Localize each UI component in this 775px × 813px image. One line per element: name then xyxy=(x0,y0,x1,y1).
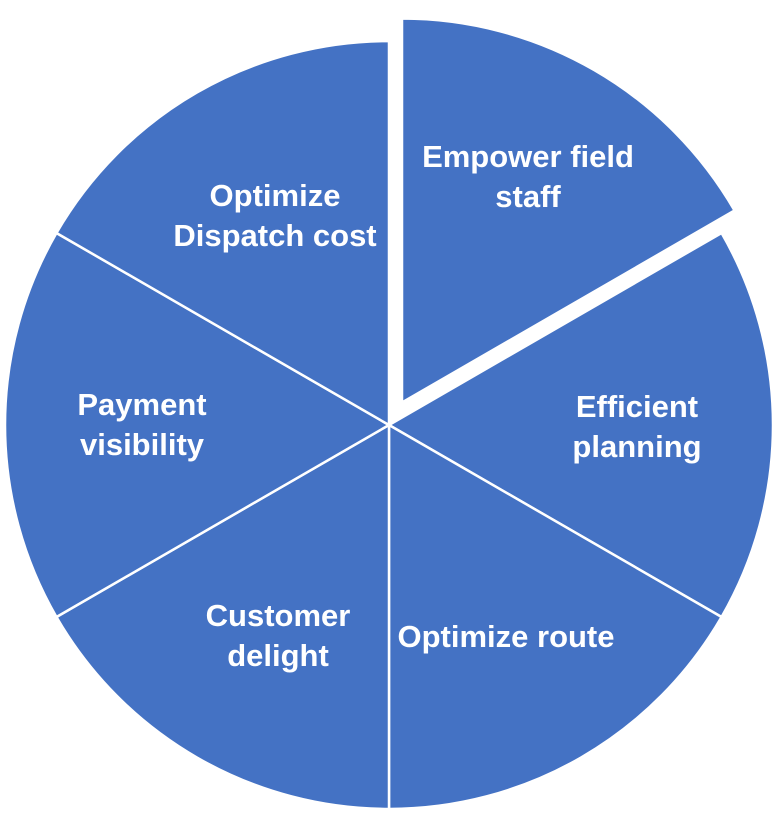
segment-label-4: Payment visibility xyxy=(77,387,206,462)
segment-label-0: Empower field staff xyxy=(422,139,634,214)
segment-label-line: Empower field xyxy=(422,139,634,174)
segment-label-line: visibility xyxy=(80,427,205,462)
segment-1 xyxy=(386,231,775,619)
segment-label-line: Optimize route xyxy=(397,619,614,654)
segment-3 xyxy=(54,422,391,811)
segment-label-line: planning xyxy=(572,429,701,464)
segment-label-line: Payment xyxy=(77,387,206,422)
segment-4 xyxy=(3,231,392,619)
segments-layer xyxy=(3,17,775,811)
segment-label-line: staff xyxy=(495,179,561,214)
segment-label-3: Customer delight xyxy=(206,598,351,673)
segment-label-line: delight xyxy=(227,638,329,673)
segment-label-line: Customer xyxy=(206,598,351,633)
segment-label-line: Efficient xyxy=(576,389,698,424)
segment-5 xyxy=(54,39,391,428)
segment-label-line: Dispatch cost xyxy=(173,218,376,253)
segment-label-2: Optimize route xyxy=(397,619,614,654)
segment-label-1: Efficient planning xyxy=(572,389,701,464)
segment-0 xyxy=(400,17,737,405)
segment-2 xyxy=(387,422,724,811)
segment-label-line: Optimize xyxy=(210,178,341,213)
